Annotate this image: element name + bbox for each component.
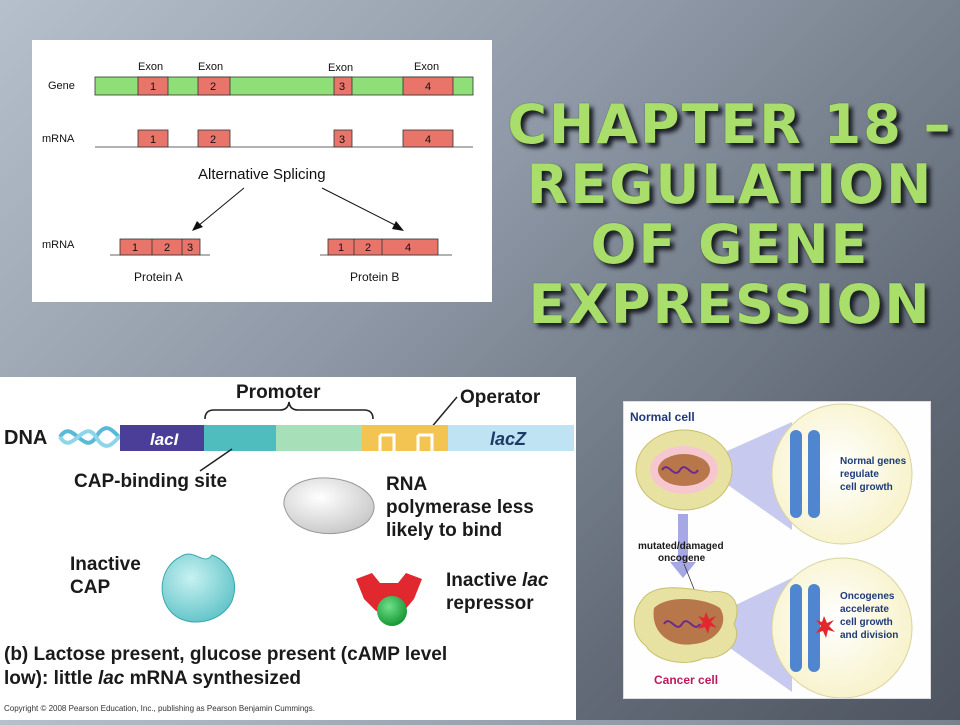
laci-label: lacI xyxy=(150,430,180,449)
rna-polymerase-shape xyxy=(283,477,375,535)
inactive-cap-line2: CAP xyxy=(70,577,110,598)
gene-exon-num-1: 1 xyxy=(150,81,156,93)
operator-label: Operator xyxy=(460,387,541,408)
mrna-b-1: 1 xyxy=(338,242,344,254)
normal-cell-label: Normal cell xyxy=(630,410,695,424)
promoter-region xyxy=(276,425,362,451)
mrna-exon-3 xyxy=(333,129,353,148)
mrna-exon-2 xyxy=(197,129,231,148)
svg-text:3: 3 xyxy=(339,134,345,146)
lac-operon-diagram: Promoter Operator DNA lacI lacZ CAP-bind… xyxy=(0,377,576,720)
gene-intron-bar xyxy=(94,76,474,96)
promoter-label: Promoter xyxy=(236,382,321,403)
alternative-splicing-diagram: Exon Exon Exon Exon Gene 1 2 3 4 mRNA 1 … xyxy=(32,40,492,302)
mrna-a-1: 1 xyxy=(132,242,138,254)
gene-exon-num-2: 2 xyxy=(210,81,216,93)
inactive-cap-shape xyxy=(161,553,235,623)
protein-b-label: Protein B xyxy=(350,270,399,284)
cap-binding-region xyxy=(204,425,276,451)
arrow-to-protein-a xyxy=(197,187,245,227)
svg-text:2: 2 xyxy=(210,134,216,146)
normal-genes-line2: regulate xyxy=(840,469,879,480)
dna-label: DNA xyxy=(4,427,47,449)
caption-line1: (b) Lactose present, glucose present (cA… xyxy=(4,644,447,665)
lac-repressor-shape xyxy=(356,573,422,611)
mutated-line1: mutated/damaged xyxy=(638,541,724,552)
splicing-heading: Alternative Splicing xyxy=(198,166,326,183)
exon-header-2: Exon xyxy=(198,61,223,73)
lacz-gene xyxy=(448,425,574,451)
cancer-cell-label: Cancer cell xyxy=(654,673,718,687)
mutated-line2: oncogene xyxy=(658,553,706,564)
gene-exon-4 xyxy=(402,76,454,96)
exon-header-4: Exon xyxy=(414,61,439,73)
rnap-label-line2: polymerase less xyxy=(386,497,534,518)
mrna-b-2: 2 xyxy=(365,242,371,254)
lacz-label: lacZ xyxy=(490,429,527,449)
lactose-inducer-shape xyxy=(377,596,407,626)
cap-binding-site-label: CAP-binding site xyxy=(74,471,227,492)
oncogenes-line3: cell growth xyxy=(840,617,893,628)
oncogenes-line1: Oncogenes xyxy=(840,591,895,602)
gene-exon-num-4: 4 xyxy=(425,81,431,93)
rnap-label-line3: likely to bind xyxy=(386,520,502,541)
cancer-dna-icon xyxy=(663,620,701,628)
rnap-label-line1: RNA xyxy=(386,474,427,495)
normal-dna-icon xyxy=(661,466,699,474)
mrna-exon-4 xyxy=(402,129,454,148)
normal-genes-line3: cell growth xyxy=(840,482,893,493)
normal-chromosome-bubble xyxy=(771,403,913,545)
svg-text:1: 1 xyxy=(150,134,156,146)
arrow-to-protein-b xyxy=(321,187,398,227)
mrna-label-bottom: mRNA xyxy=(42,239,75,251)
mrna-a-3: 3 xyxy=(187,242,193,254)
mrna-label-top: mRNA xyxy=(42,133,75,145)
gene-label: Gene xyxy=(48,80,75,92)
inactive-cap-line1: Inactive xyxy=(70,554,141,575)
normal-genes-line1: Normal genes xyxy=(840,456,907,467)
svg-text:4: 4 xyxy=(425,134,431,146)
operator-region xyxy=(362,425,448,451)
gene-exon-2 xyxy=(197,76,231,96)
mutation-star-icon xyxy=(698,612,717,634)
exon-header-1: Exon xyxy=(138,61,163,73)
mrna-exon-1 xyxy=(137,129,169,148)
mrna-b-4: 4 xyxy=(405,242,411,254)
exon-header-3: Exon xyxy=(328,62,353,74)
gene-exon-num-3: 3 xyxy=(339,81,345,93)
cancer-cell-diagram: Normal cell Normal genes regulate cell g… xyxy=(624,402,930,699)
oncogenes-line4: and division xyxy=(840,630,898,641)
laci-gene xyxy=(120,425,204,451)
mrna-a-2: 2 xyxy=(164,242,170,254)
copyright-notice: Copyright © 2008 Pearson Education, Inc.… xyxy=(4,704,315,713)
caption-line2: low): little lac mRNA synthesized xyxy=(4,668,301,689)
gene-exon-3 xyxy=(333,76,353,96)
inactive-repressor-line1: Inactive lac xyxy=(446,570,549,591)
oncogenes-line2: accelerate xyxy=(840,604,889,615)
protein-a-label: Protein A xyxy=(134,270,183,284)
inactive-repressor-line2: repressor xyxy=(446,593,534,614)
gene-exon-1 xyxy=(137,76,169,96)
